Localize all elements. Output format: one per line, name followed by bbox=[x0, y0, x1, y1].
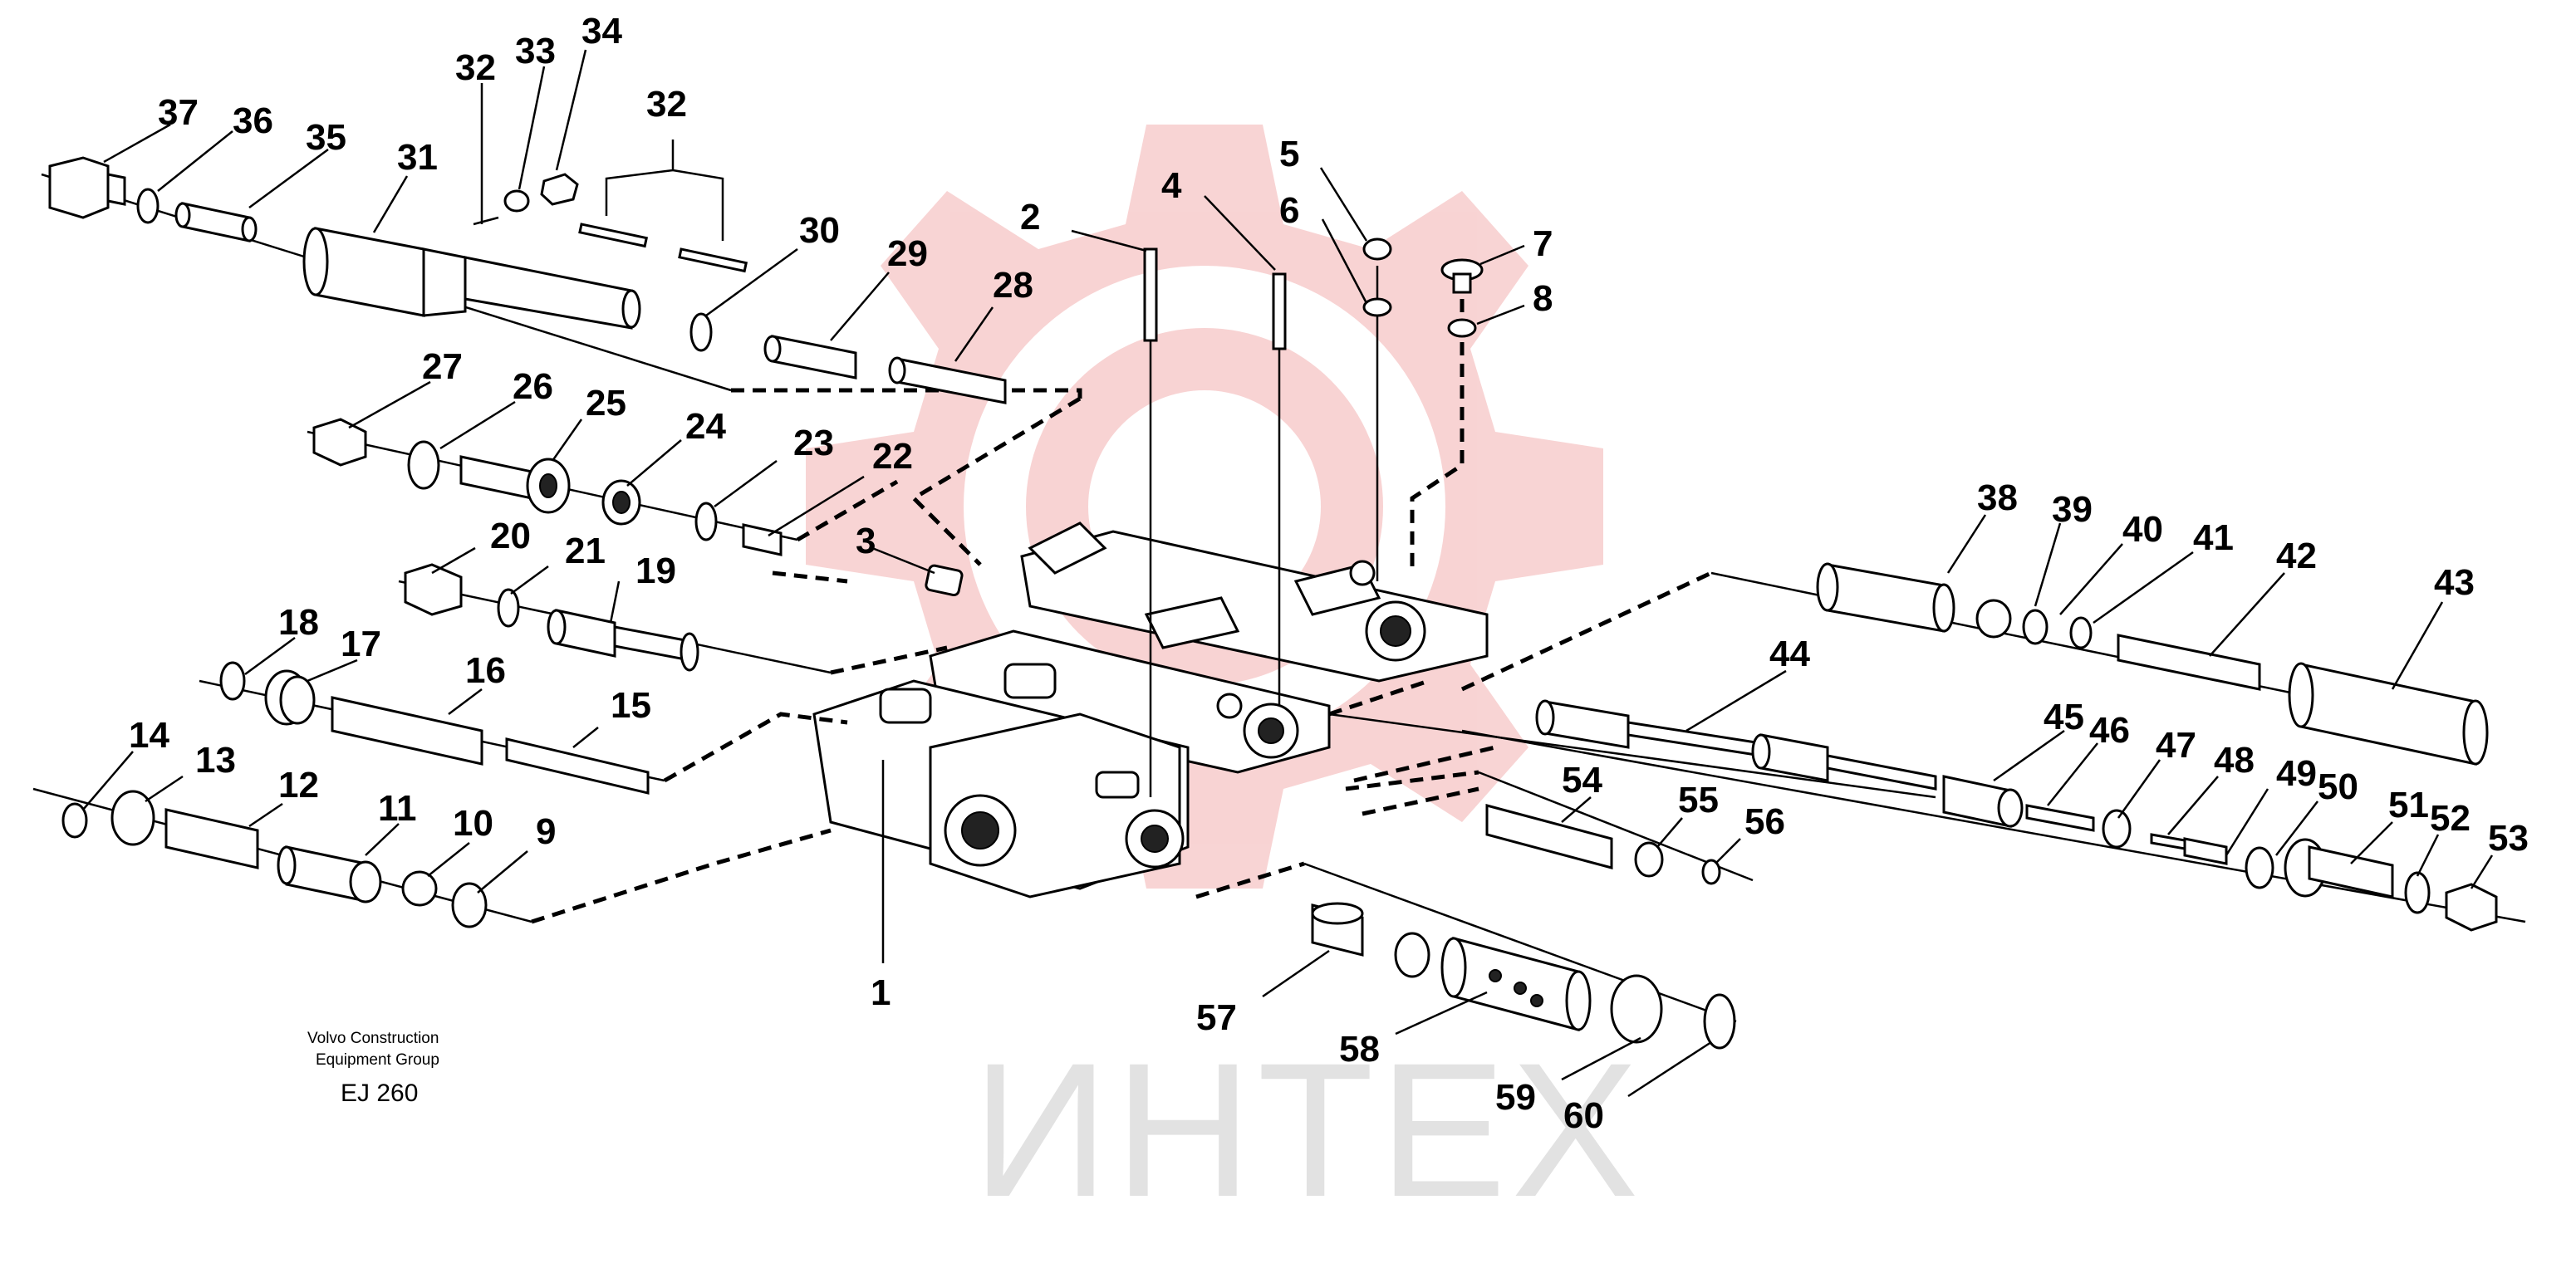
parts-row-20-19 bbox=[404, 563, 699, 672]
label-32-right: 32 bbox=[646, 84, 687, 125]
label-31: 31 bbox=[397, 137, 438, 178]
label-48: 48 bbox=[2214, 740, 2255, 781]
label-2: 2 bbox=[1020, 197, 1040, 237]
label-25: 25 bbox=[586, 383, 626, 424]
label-55: 55 bbox=[1678, 780, 1719, 820]
label-40: 40 bbox=[2122, 509, 2163, 550]
label-36: 36 bbox=[233, 100, 273, 141]
label-13: 13 bbox=[195, 740, 236, 781]
label-26: 26 bbox=[513, 366, 553, 407]
label-50: 50 bbox=[2318, 766, 2358, 807]
label-15: 15 bbox=[611, 685, 651, 726]
watermark-text: ИНТЕХ bbox=[972, 1023, 1644, 1236]
spool-44 bbox=[1535, 699, 1937, 791]
label-34: 34 bbox=[581, 11, 622, 51]
parts-row-27-22 bbox=[312, 418, 964, 597]
parts-row-18-15 bbox=[219, 661, 650, 795]
label-29: 29 bbox=[887, 233, 928, 274]
label-8: 8 bbox=[1533, 278, 1553, 319]
leader-lines bbox=[82, 49, 2494, 1098]
label-21: 21 bbox=[565, 531, 606, 571]
label-46: 46 bbox=[2089, 710, 2130, 751]
label-38: 38 bbox=[1977, 477, 2018, 518]
parts-vertical bbox=[1143, 237, 1484, 350]
label-47: 47 bbox=[2156, 725, 2196, 766]
label-17: 17 bbox=[341, 624, 381, 664]
label-10: 10 bbox=[453, 803, 493, 844]
label-45: 45 bbox=[2044, 697, 2084, 737]
parts-row-54-56 bbox=[1485, 804, 1721, 885]
label-18: 18 bbox=[278, 602, 319, 643]
label-12: 12 bbox=[278, 765, 319, 805]
valve-housing bbox=[812, 521, 1489, 899]
label-52: 52 bbox=[2430, 798, 2471, 839]
caption-group: Equipment Group bbox=[316, 1051, 439, 1069]
label-19: 19 bbox=[635, 551, 676, 591]
label-24: 24 bbox=[685, 406, 726, 447]
label-23: 23 bbox=[793, 423, 834, 463]
parts-row-38-43 bbox=[1816, 562, 2489, 766]
label-39: 39 bbox=[2052, 489, 2093, 530]
label-49: 49 bbox=[2276, 753, 2317, 794]
label-30: 30 bbox=[799, 210, 840, 251]
label-32-left: 32 bbox=[455, 47, 496, 88]
label-56: 56 bbox=[1744, 801, 1785, 842]
label-14: 14 bbox=[129, 715, 169, 756]
label-16: 16 bbox=[465, 650, 506, 691]
caption-model-code: EJ 260 bbox=[341, 1080, 418, 1107]
parts-row-top bbox=[48, 156, 1007, 404]
label-58: 58 bbox=[1339, 1029, 1380, 1070]
label-20: 20 bbox=[490, 516, 531, 556]
label-51: 51 bbox=[2388, 785, 2429, 825]
label-37: 37 bbox=[158, 92, 199, 133]
part-labels: 1 2 3 4 5 6 7 8 9 10 11 12 13 14 15 16 1… bbox=[129, 11, 2529, 1136]
label-7: 7 bbox=[1533, 223, 1553, 264]
label-42: 42 bbox=[2276, 536, 2317, 576]
caption-block: Volvo Construction Equipment Group EJ 26… bbox=[307, 1030, 439, 1107]
label-11: 11 bbox=[378, 788, 417, 829]
parts-row-14-9 bbox=[61, 790, 488, 928]
label-4: 4 bbox=[1161, 165, 1182, 206]
label-28: 28 bbox=[993, 265, 1033, 306]
label-3: 3 bbox=[856, 521, 876, 561]
label-5: 5 bbox=[1279, 134, 1299, 174]
label-44: 44 bbox=[1769, 634, 1810, 674]
label-6: 6 bbox=[1279, 190, 1299, 231]
label-57: 57 bbox=[1196, 997, 1237, 1038]
parts-row-57-60 bbox=[1311, 902, 1736, 1050]
label-60: 60 bbox=[1563, 1095, 1604, 1136]
label-59: 59 bbox=[1495, 1077, 1536, 1118]
parts-row-45-53 bbox=[1942, 775, 2498, 932]
label-41: 41 bbox=[2193, 517, 2234, 558]
label-1: 1 bbox=[871, 972, 891, 1013]
label-35: 35 bbox=[306, 117, 346, 158]
label-27: 27 bbox=[422, 346, 463, 387]
label-33: 33 bbox=[515, 31, 556, 71]
label-9: 9 bbox=[536, 811, 556, 852]
label-53: 53 bbox=[2488, 818, 2529, 859]
caption-company: Volvo Construction bbox=[307, 1030, 439, 1047]
label-22: 22 bbox=[872, 436, 913, 477]
label-43: 43 bbox=[2434, 562, 2475, 603]
label-54: 54 bbox=[1562, 760, 1602, 801]
